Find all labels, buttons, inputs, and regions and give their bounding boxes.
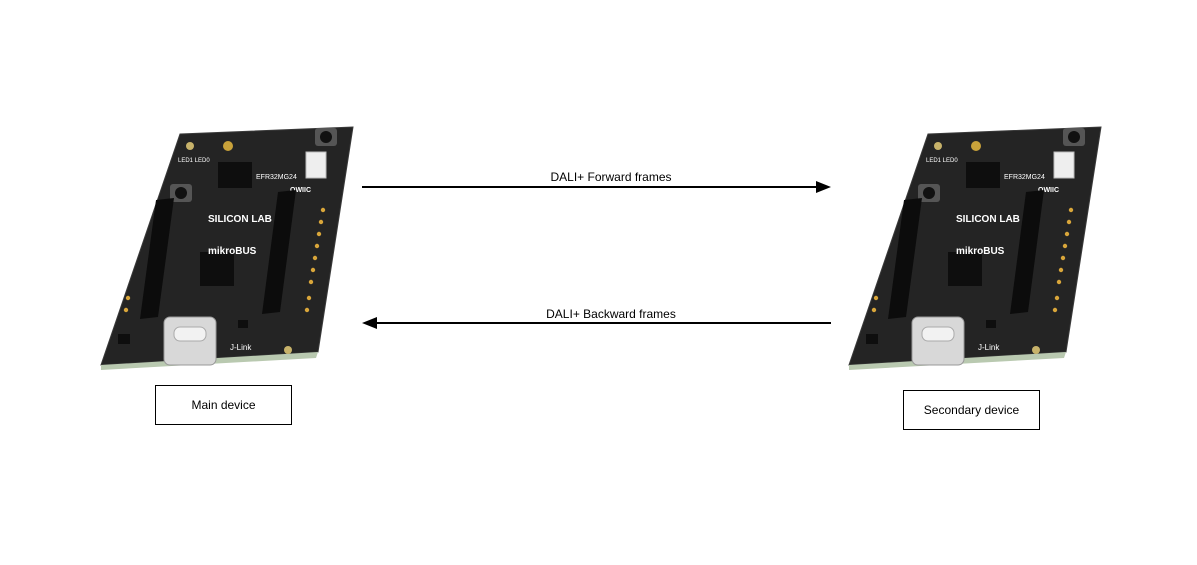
dev-kit-board-image: EFR32MG24 SILICON LAB mikroBUS QWIIC J-L… <box>848 126 1102 370</box>
secondary-device-board: EFR32MG24 SILICON LAB mikroBUS QWIIC J-L… <box>846 122 1106 372</box>
led-label: LED1 LED0 <box>178 158 210 164</box>
brand-label: SILICON LAB <box>956 214 1020 225</box>
secondary-device-box: Secondary device <box>903 390 1040 430</box>
bus-label: mikroBUS <box>208 246 257 257</box>
forward-frames-label: DALI+ Forward frames <box>550 170 672 184</box>
backward-frames-label: DALI+ Backward frames <box>546 307 676 321</box>
secondary-device-label: Secondary device <box>923 403 1020 417</box>
forward-arrow <box>362 181 831 193</box>
led-label: LED1 LED0 <box>926 158 958 164</box>
bus-label: mikroBUS <box>956 246 1005 257</box>
chip-label: EFR32MG24 <box>256 174 297 181</box>
qwiic-label: QWIIC <box>290 187 311 194</box>
jlink-label: J-Link <box>978 343 1000 352</box>
brand-label: SILICON LAB <box>208 214 272 225</box>
main-device-label: Main device <box>191 398 256 412</box>
qwiic-label: QWIIC <box>1038 187 1059 194</box>
main-device-box: Main device <box>155 385 292 425</box>
dev-kit-board-image: EFR32MG24 SILICON LAB mikroBUS QWIIC J-L… <box>100 126 354 370</box>
main-device-board: EFR32MG24 SILICON LAB mikroBUS QWIIC J-L… <box>98 122 358 372</box>
backward-arrow <box>362 317 831 329</box>
jlink-label: J-Link <box>230 343 252 352</box>
chip-label: EFR32MG24 <box>1004 174 1045 181</box>
